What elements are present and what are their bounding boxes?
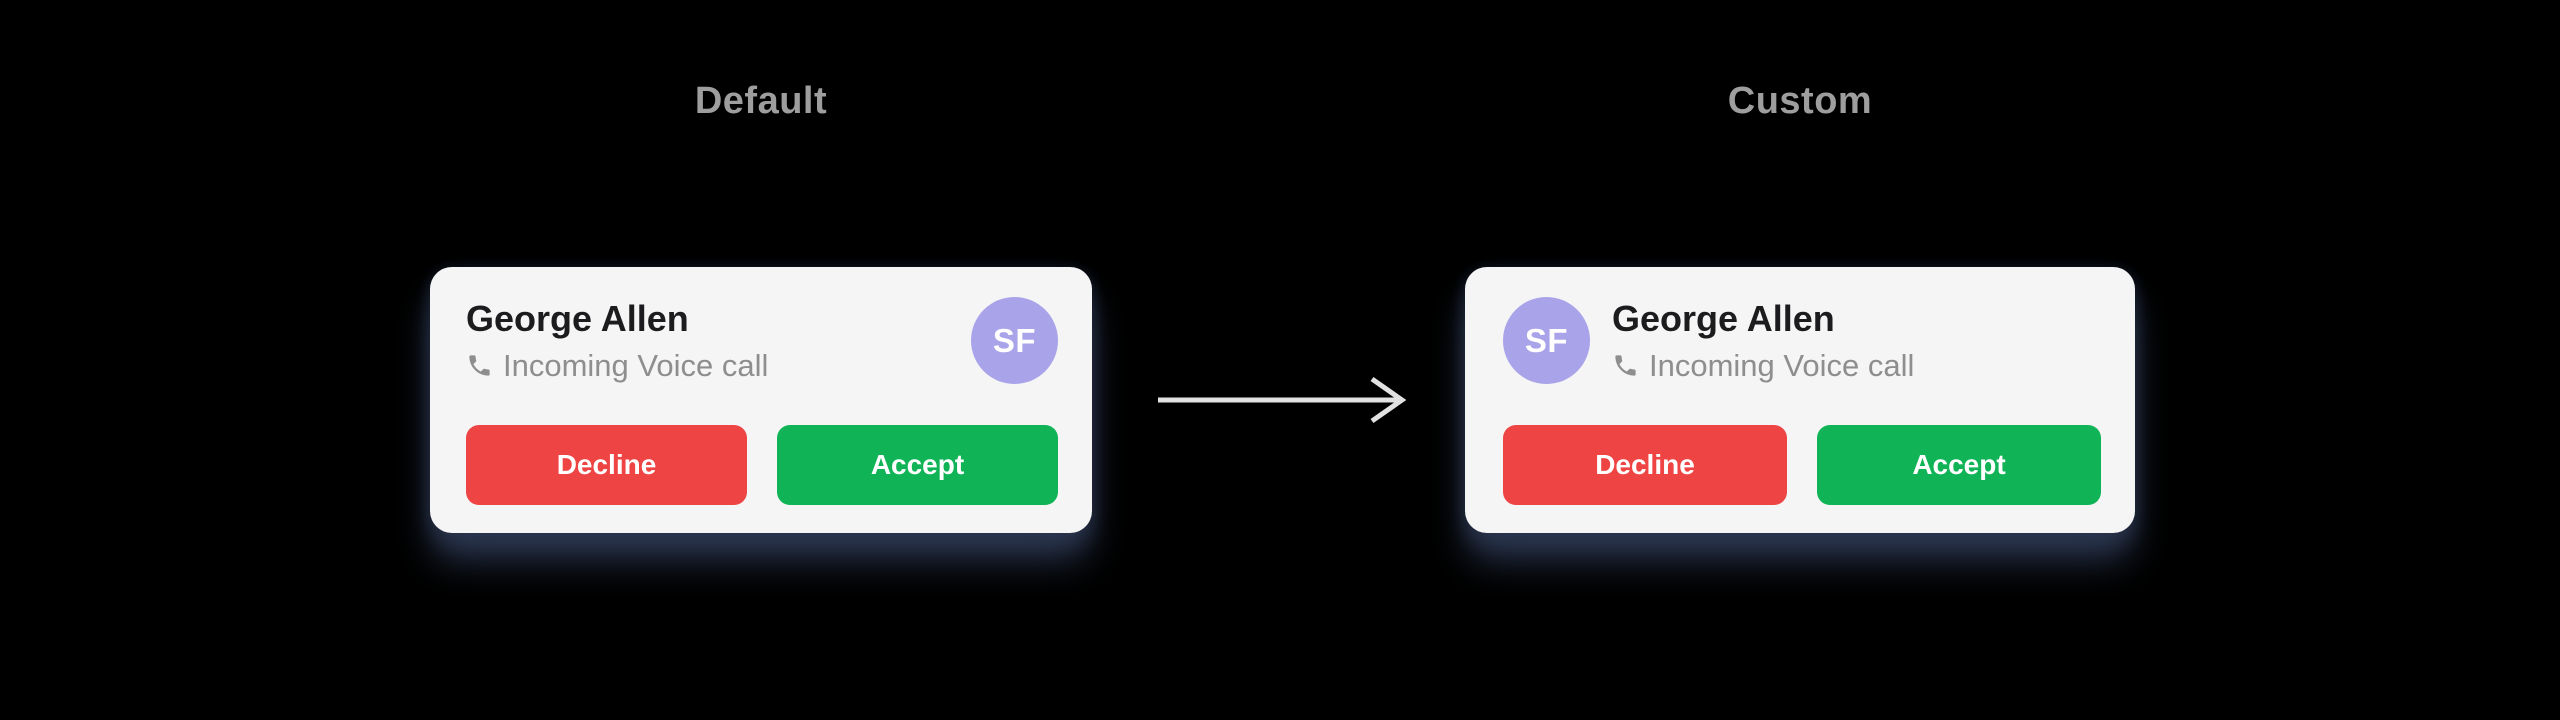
caller-info: George Allen Incoming Voice call [466, 298, 768, 382]
call-actions: Decline Accept [466, 425, 1058, 505]
call-status-label: Incoming Voice call [503, 347, 769, 383]
right-arrow-icon [1156, 374, 1407, 426]
avatar: SF [1503, 297, 1590, 384]
default-label: Default [694, 80, 828, 122]
accept-button[interactable]: Accept [1817, 425, 2101, 505]
caller-name: George Allen [1612, 298, 1835, 340]
card-header: George Allen Incoming Voice call SF [466, 297, 1058, 384]
incoming-call-card-custom: SF George Allen Incoming Voice call Decl… [1465, 267, 2135, 533]
avatar: SF [971, 297, 1058, 384]
accept-button[interactable]: Accept [777, 425, 1058, 505]
call-actions: Decline Accept [1503, 425, 2101, 505]
decline-button[interactable]: Decline [1503, 425, 1787, 505]
phone-icon [466, 352, 493, 379]
section-default: Default George Allen Incoming Voice call… [430, 0, 1092, 720]
avatar-initials: SF [1524, 321, 1569, 359]
call-status-label: Incoming Voice call [1649, 347, 1915, 383]
custom-label: Custom [1727, 80, 1873, 122]
card-header: SF George Allen Incoming Voice call [1503, 297, 2101, 384]
phone-icon [1612, 352, 1639, 379]
section-custom: Custom SF George Allen Incoming Voice ca… [1465, 0, 2135, 720]
avatar-initials: SF [992, 321, 1037, 359]
decline-button[interactable]: Decline [466, 425, 747, 505]
incoming-call-card-default: George Allen Incoming Voice call SF Decl… [430, 267, 1092, 533]
call-status-row: Incoming Voice call [466, 347, 769, 383]
call-status-row: Incoming Voice call [1612, 347, 1915, 383]
caller-name: George Allen [466, 298, 689, 340]
caller-info: George Allen Incoming Voice call [1612, 298, 1914, 382]
